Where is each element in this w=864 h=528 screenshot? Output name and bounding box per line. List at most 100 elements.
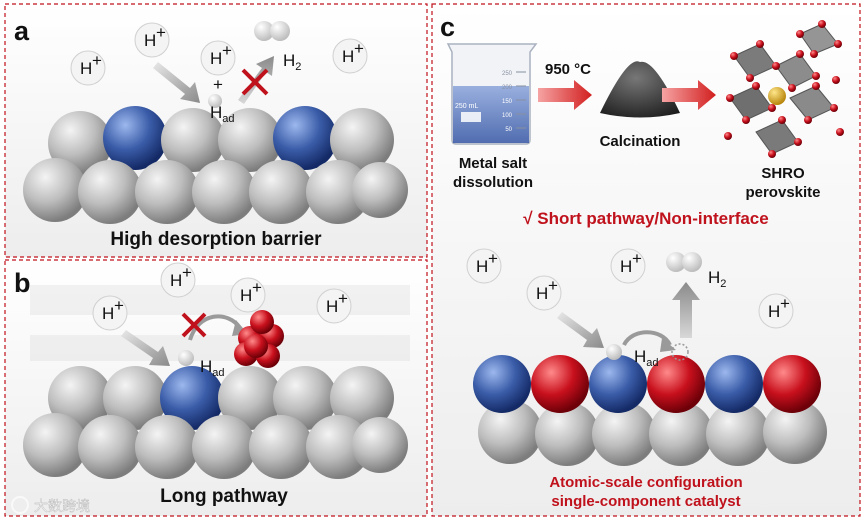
haze-band xyxy=(30,335,410,361)
lattice-back-row xyxy=(478,400,827,466)
atom-gray xyxy=(592,402,656,466)
panel-b-caption: Long pathway xyxy=(160,486,288,507)
svg-text:+: + xyxy=(488,249,498,268)
atom-gray xyxy=(478,400,542,464)
proton-circle: H+ xyxy=(332,38,368,74)
svg-text:+: + xyxy=(92,51,102,70)
atom-gray xyxy=(135,160,199,224)
atom-blue xyxy=(473,355,531,413)
svg-text:H: H xyxy=(326,297,338,316)
svg-text:H: H xyxy=(80,59,92,78)
proton-circle: H+ xyxy=(230,277,266,313)
svg-text:+: + xyxy=(780,294,790,313)
haze-band xyxy=(30,285,410,315)
atom-gray xyxy=(48,111,112,175)
proton-circle: H+ xyxy=(70,50,106,86)
svg-text:+: + xyxy=(156,23,166,42)
powder-icon xyxy=(600,61,680,118)
process-arrow xyxy=(538,80,592,110)
atom-gray xyxy=(306,415,370,479)
atom-blue xyxy=(103,106,167,170)
svg-text:100: 100 xyxy=(502,113,513,119)
lattice-top-row xyxy=(473,355,821,413)
approach-arrow xyxy=(153,62,200,103)
lattice-back-row xyxy=(48,366,394,430)
svg-text:+: + xyxy=(114,296,124,315)
approach-arrow xyxy=(121,330,170,366)
svg-text:H: H xyxy=(240,286,252,305)
atom-gray xyxy=(218,108,282,172)
panel-b-lattice xyxy=(23,366,408,479)
step1-label-line2: dissolution xyxy=(453,174,533,191)
svg-text:250 mL: 250 mL xyxy=(455,103,478,110)
h2-label: H2 xyxy=(283,51,301,73)
svg-text:大数跨境: 大数跨境 xyxy=(34,498,90,514)
atom-gray xyxy=(48,366,112,430)
step1-label-line1: Metal salt xyxy=(459,155,527,172)
atom-red xyxy=(531,355,589,413)
atom-blue xyxy=(589,355,647,413)
proton-circle: H+ xyxy=(160,262,196,298)
h2-molecule xyxy=(254,21,290,41)
blocked-cross-icon xyxy=(181,312,207,338)
atom-gray xyxy=(192,160,256,224)
proton-circle: H+ xyxy=(758,293,794,329)
svg-text:+: + xyxy=(548,276,558,295)
atom-blue xyxy=(160,366,224,430)
panel-c-lattice xyxy=(473,355,827,466)
atom-gray xyxy=(535,402,599,466)
proton-circle: H+ xyxy=(316,288,352,324)
svg-text:H: H xyxy=(170,271,182,290)
atom-gray xyxy=(135,415,199,479)
plus-sign: + xyxy=(213,75,223,94)
svg-text:50: 50 xyxy=(505,127,512,133)
panel-c-caption-line1: Atomic-scale configuration xyxy=(549,474,742,491)
atom-blue xyxy=(705,355,763,413)
panel-c-letter: c xyxy=(440,12,455,42)
atom-gray xyxy=(218,366,282,430)
atom-gray xyxy=(352,162,408,218)
atom-gray xyxy=(330,366,394,430)
adsorbed-h-atom xyxy=(178,350,194,366)
svg-text:H: H xyxy=(210,49,222,68)
proton-circle: H+ xyxy=(200,40,236,76)
proton-circle: H+ xyxy=(466,248,502,284)
process-arrow xyxy=(662,80,716,110)
adsorbed-h-atom xyxy=(208,94,222,108)
beaker-icon: 250 mL 250 200 150 100 50 xyxy=(446,43,538,145)
svg-text:H: H xyxy=(620,257,632,276)
atom-red xyxy=(763,355,821,413)
svg-text:150: 150 xyxy=(502,99,513,105)
atom-gray xyxy=(23,158,87,222)
blocked-cross-icon xyxy=(241,68,269,96)
atom-gray xyxy=(706,402,770,466)
highlight-label: √ Short pathway/Non-interface xyxy=(523,209,768,228)
panel-b-letter: b xyxy=(14,268,31,298)
panel-c-caption-line2: single-component catalyst xyxy=(551,493,740,510)
svg-text:200: 200 xyxy=(502,85,513,91)
step3-label-line2: perovskite xyxy=(745,184,820,201)
red-cluster xyxy=(234,310,284,368)
atom-gray xyxy=(649,402,713,466)
temperature-label: 950 °C xyxy=(545,61,591,78)
proton-circle: H+ xyxy=(92,295,128,331)
atom-gray xyxy=(192,415,256,479)
svg-text:+: + xyxy=(354,39,364,58)
atom-gray xyxy=(352,417,408,473)
atom-gray xyxy=(330,108,394,172)
h-ad-label: Had xyxy=(634,347,659,369)
lattice-front-row xyxy=(23,158,408,224)
atom-gray xyxy=(763,400,827,464)
svg-text:H: H xyxy=(342,47,354,66)
svg-text:+: + xyxy=(338,289,348,308)
atom-gray xyxy=(103,366,167,430)
atom-gray xyxy=(249,160,313,224)
atom-blue xyxy=(273,106,337,170)
svg-text:H: H xyxy=(536,284,548,303)
svg-text:+: + xyxy=(222,41,232,60)
h-ad-label: Had xyxy=(200,357,225,379)
step3-label-line1: SHRO xyxy=(761,165,805,182)
svg-text:250: 250 xyxy=(502,71,513,77)
atom-gray xyxy=(161,108,225,172)
